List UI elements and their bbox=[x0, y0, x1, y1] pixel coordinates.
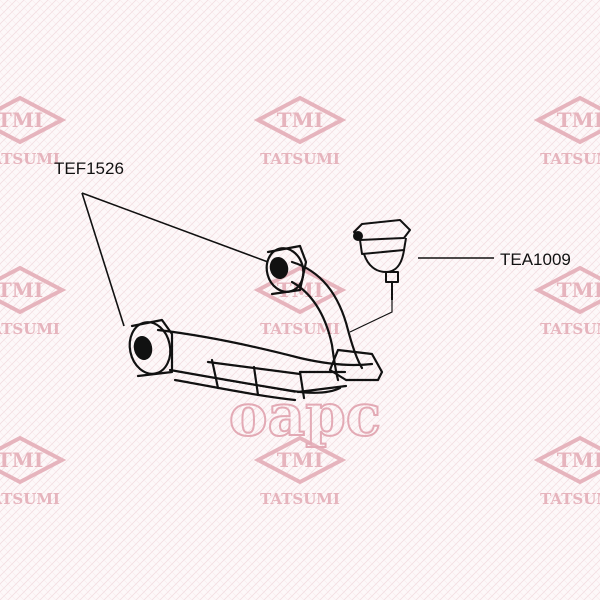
watermark-logo-text: TMI bbox=[557, 448, 600, 472]
watermark-brand-text: TATSUMI bbox=[0, 150, 60, 168]
watermark-logo-text: TMI bbox=[0, 278, 43, 302]
watermark-brand-text: TATSUMI bbox=[0, 490, 60, 508]
watermark-logo-text: TMI bbox=[277, 448, 323, 472]
watermark-brand-text: TATSUMI bbox=[540, 490, 600, 508]
watermark-diamond bbox=[0, 435, 67, 485]
watermark-brand-text: TATSUMI bbox=[260, 150, 340, 168]
tmi-watermark-logo: TMI TATSUMI bbox=[0, 265, 67, 338]
tmi-watermark-logo: TMI TATSUMI bbox=[533, 95, 600, 168]
watermark-brand-text: TATSUMI bbox=[260, 490, 340, 508]
watermark-brand-text: TATSUMI bbox=[540, 320, 600, 338]
watermark-logo-text: TMI bbox=[557, 108, 600, 132]
watermark-brand-text: TATSUMI bbox=[0, 320, 60, 338]
watermark-layer: TMI TATSUMI TMI TATSUMI TMI TATSUMI TMI TATSUMI… bbox=[0, 95, 600, 508]
tmi-watermark-logo: TMI TATSUMI bbox=[253, 435, 347, 508]
watermark-logo-text: TMI bbox=[0, 448, 43, 472]
watermark-logo-text: TMI bbox=[557, 278, 600, 302]
watermark-logo-text: TMI bbox=[277, 108, 323, 132]
ball-joint-axis-line bbox=[349, 300, 393, 333]
watermark-diamond bbox=[533, 95, 600, 145]
tmi-watermark-logo: TMI TATSUMI bbox=[0, 95, 67, 168]
tmi-watermark-logo: TMI TATSUMI bbox=[533, 265, 600, 338]
watermark-brand-text: TATSUMI bbox=[260, 320, 340, 338]
part-label-tea1009: TEA1009 bbox=[500, 250, 571, 269]
watermark-logo-text: TMI bbox=[0, 108, 43, 132]
tmi-watermark-logo: TMI TATSUMI bbox=[533, 435, 600, 508]
ball-joint-drawing bbox=[353, 219, 411, 300]
watermark-diamond bbox=[0, 265, 67, 315]
leader-line-tef1526-rear bbox=[81, 192, 125, 327]
watermark-diamond bbox=[533, 435, 600, 485]
leader-lines bbox=[81, 192, 494, 333]
watermark-diamond bbox=[533, 265, 600, 315]
part-label-tef1526: TEF1526 bbox=[54, 159, 124, 178]
control-arm-drawing bbox=[128, 244, 384, 402]
watermark-diamond bbox=[0, 95, 67, 145]
tmi-watermark-logo: TMI TATSUMI bbox=[0, 435, 67, 508]
watermark-brand-text: TATSUMI bbox=[540, 150, 600, 168]
leader-line-tef1526-front bbox=[81, 192, 269, 263]
watermark-diamond bbox=[253, 95, 347, 145]
tmi-watermark-logo: TMI TATSUMI bbox=[253, 95, 347, 168]
watermark-diamond bbox=[253, 435, 347, 485]
